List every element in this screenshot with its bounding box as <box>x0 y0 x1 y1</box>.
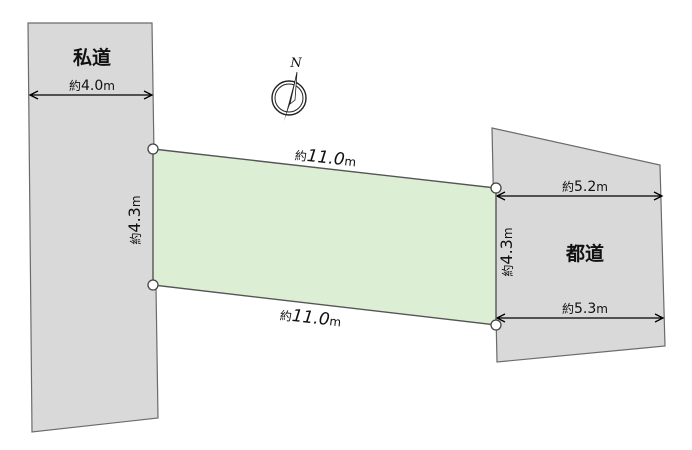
north-arrow-icon: N <box>271 56 307 121</box>
metro-road-width-top-label: 約5.2m <box>562 179 608 195</box>
lot-corner-top-right <box>490 182 502 194</box>
metro-road-width-top-arrow-right <box>653 191 664 201</box>
lot-top-length-label: 約11.0m <box>294 145 357 172</box>
private-road-width-arrow-left <box>28 90 39 100</box>
metro-road-width-top-arrow-left <box>495 191 506 201</box>
lot-corner-bottom-left <box>147 279 159 291</box>
lot-left-depth-label: 約4.3m <box>125 195 144 244</box>
north-label: N <box>289 56 302 71</box>
lot-corner-top-left <box>147 143 159 155</box>
lot-area <box>152 148 497 326</box>
metro-road-width-bottom-arrow-right <box>654 313 665 323</box>
private-road-label: 私道 <box>73 46 111 69</box>
private-road-area <box>27 22 159 433</box>
lot-right-depth-label: 約4.3m <box>497 227 516 276</box>
metro-road-width-bottom-label: 約5.3m <box>562 301 608 317</box>
private-road-width-label: 約4.0m <box>69 78 115 94</box>
lot-bottom-length-label: 約11.0m <box>279 305 342 332</box>
lot-corner-bottom-right <box>490 319 502 331</box>
metro-road-width-bottom-arrow-left <box>495 313 506 323</box>
metro-road-label: 都道 <box>565 242 604 265</box>
private-road-width-arrow-right <box>143 90 154 100</box>
